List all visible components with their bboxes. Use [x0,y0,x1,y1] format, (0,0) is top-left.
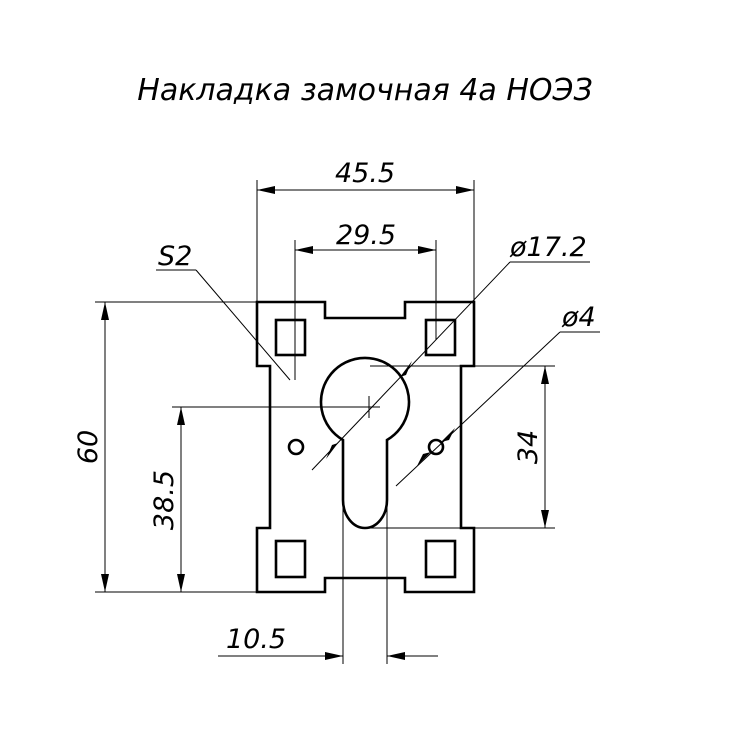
dim-keyhole-height: 34 [370,365,555,529]
leader-key-circle-label: ø17.2 [509,232,587,263]
leader-hole: ø4 [395,302,600,487]
square-pad-top-left [274,318,307,357]
mounting-hole-left [287,438,305,456]
dim-circle-center-height-label: 38.5 [149,470,180,530]
dim-circle-center-height: 38.5 [149,406,369,592]
square-pad-top-right [424,318,457,357]
square-pad-bottom-right [424,539,457,579]
square-pad-bottom-left [274,539,307,579]
dim-overall-width: 45.5 [256,158,475,302]
drawing-title: Накладка замочная 4а НОЭЗ [137,73,592,108]
dim-hole-spacing: 29.5 [294,220,437,380]
dim-overall-height-label: 60 [73,430,104,464]
dim-overall-height: 60 [73,301,257,593]
dim-slot-width: 10.5 [218,440,438,664]
dim-keyhole-height-label: 34 [513,430,544,464]
keyhole-outline [319,356,411,530]
plate-outline [255,300,476,594]
dim-slot-width-label: 10.5 [226,624,286,655]
leader-thickness-label: S2 [158,241,192,272]
dim-hole-spacing-label: 29.5 [336,220,396,251]
leader-hole-label: ø4 [561,302,596,333]
dim-overall-width-label: 45.5 [335,158,395,189]
mounting-hole-right [427,438,445,456]
leader-thickness: S2 [156,241,291,381]
